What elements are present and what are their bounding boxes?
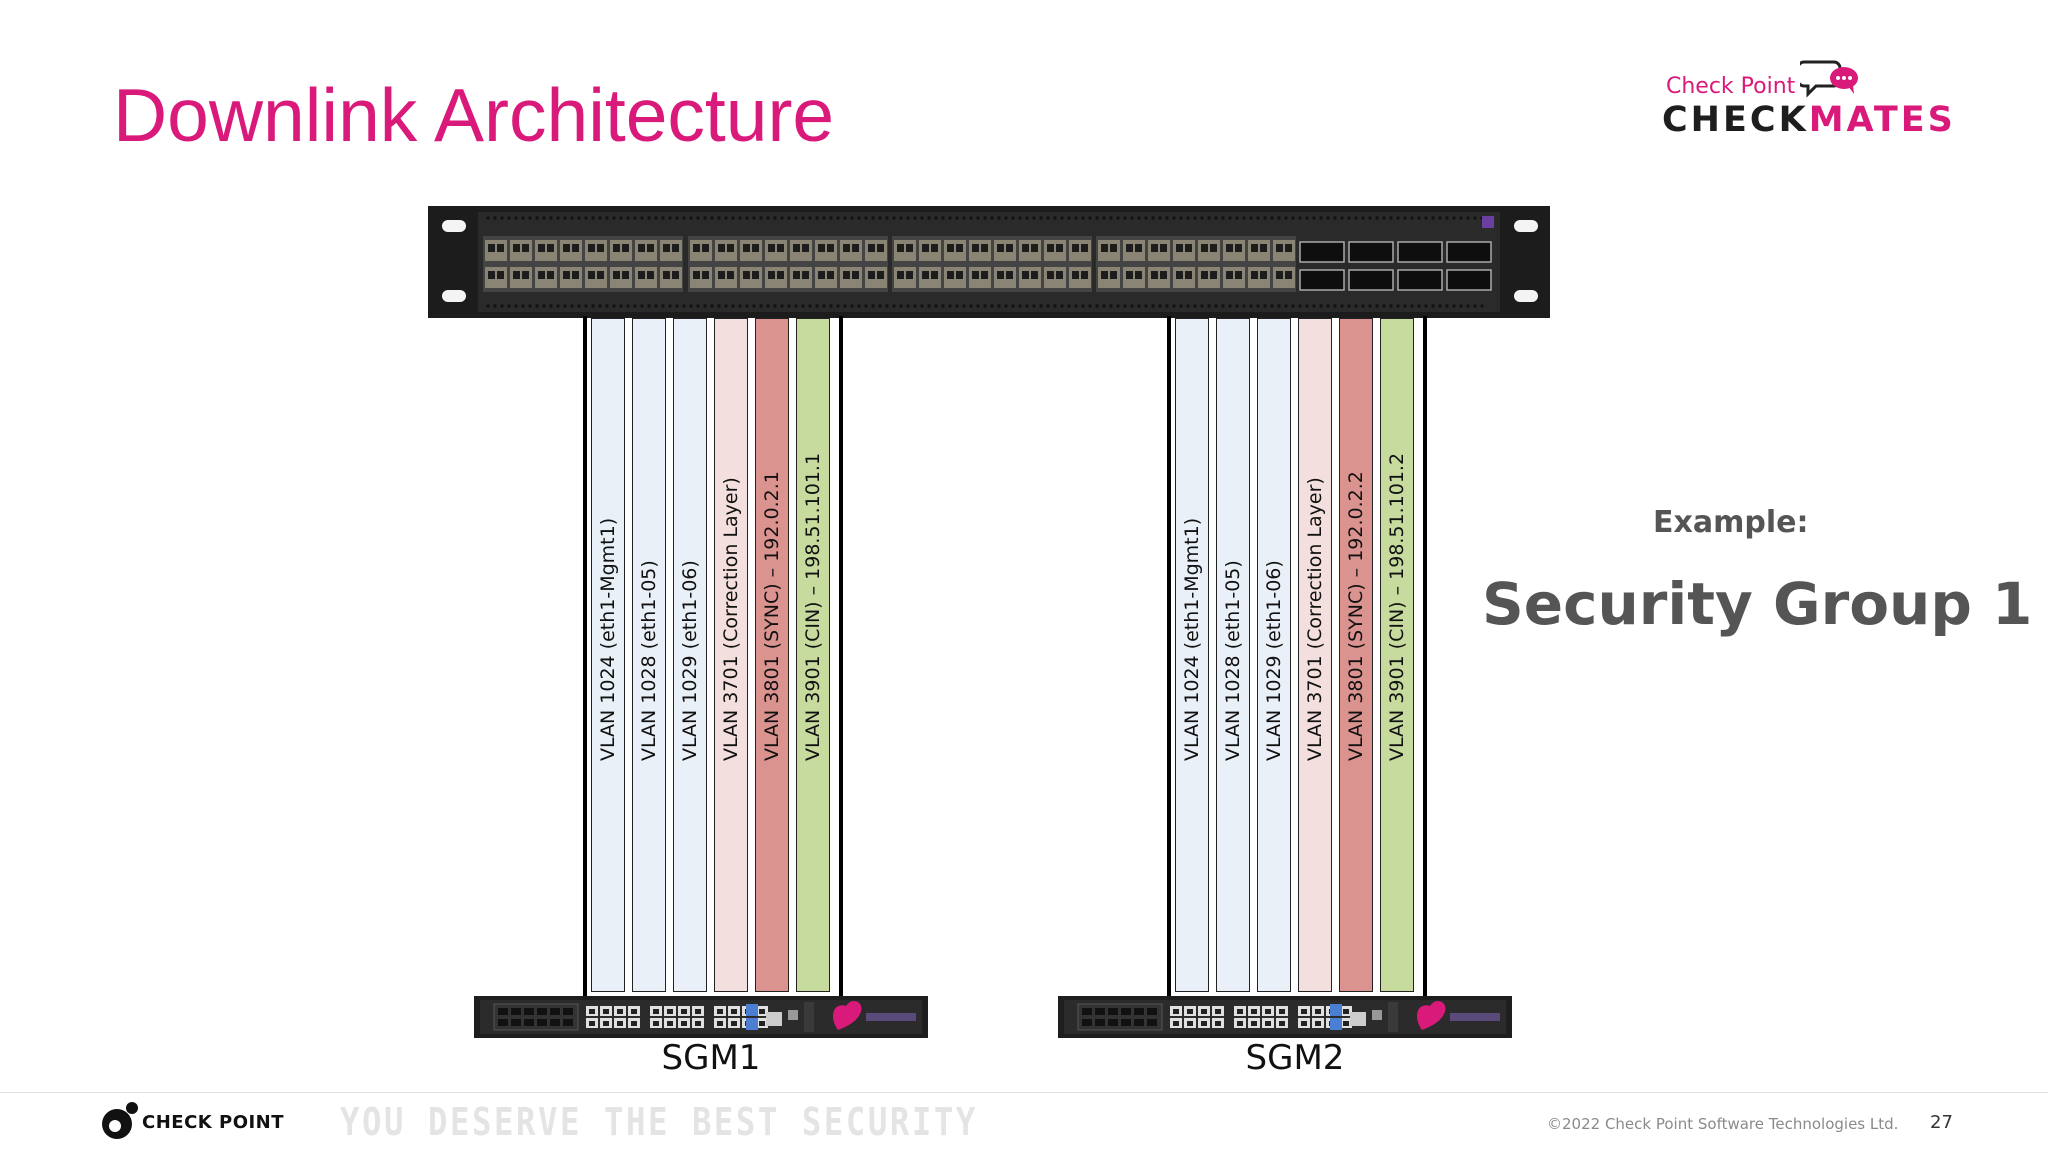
vlan-strip: VLAN 3801 (SYNC) – 192.0.2.2: [1339, 318, 1373, 992]
vlan-strip: VLAN 1028 (eth1-05): [632, 318, 666, 992]
security-group-title: Security Group 1: [1482, 570, 2033, 638]
logo-big-text: CHECKMATES: [1662, 100, 1956, 140]
vlan-strip: VLAN 3901 (CIN) – 198.51.101.2: [1380, 318, 1414, 992]
sgm1-appliance: [474, 996, 928, 1038]
vlan-label: VLAN 3701 (Correction Layer): [720, 477, 742, 761]
sgm1-vlan-group: VLAN 1024 (eth1-Mgmt1) VLAN 1028 (eth1-05…: [583, 316, 843, 996]
switch-image: [428, 206, 1550, 318]
sgm2-appliance: [1058, 996, 1512, 1038]
vlan-label: VLAN 3801 (SYNC) – 192.0.2.1: [761, 471, 783, 761]
page-number: 27: [1930, 1112, 1953, 1133]
slide-title: Downlink Architecture: [113, 73, 835, 157]
vlan-strip: VLAN 1024 (eth1-Mgmt1): [591, 318, 625, 992]
check-point-logo-text: CHECK POINT: [142, 1112, 285, 1133]
vlan-label: VLAN 3901 (CIN) – 198.51.101.1: [802, 452, 824, 761]
tagline: YOU DESERVE THE BEST SECURITY: [340, 1100, 978, 1144]
vlan-label: VLAN 3901 (CIN) – 198.51.101.2: [1386, 452, 1408, 761]
vlan-label: VLAN 1029 (eth1-06): [679, 560, 701, 761]
check-point-logo-icon: [102, 1102, 138, 1139]
core-switch: [428, 206, 1550, 318]
sgm2-label: SGM2: [1245, 1038, 1345, 1078]
example-label: Example:: [1653, 505, 1809, 540]
vlan-strip: VLAN 3801 (SYNC) – 192.0.2.1: [755, 318, 789, 992]
logo-mates-word: MATES: [1808, 100, 1956, 140]
logo-small-text: Check Point: [1666, 74, 1796, 99]
vlan-strip: VLAN 3701 (Correction Layer): [1298, 318, 1332, 992]
check-point-logo: CHECK POINT: [100, 1100, 300, 1144]
appliance-image: [474, 996, 928, 1038]
logo-check-word: CHECK: [1662, 100, 1809, 140]
footer-divider: [0, 1092, 2048, 1093]
vlan-strip: VLAN 1024 (eth1-Mgmt1): [1175, 318, 1209, 992]
chat-bubbles-icon: [1800, 60, 1858, 98]
vlan-label: VLAN 1028 (eth1-05): [638, 560, 660, 761]
vlan-label: VLAN 1024 (eth1-Mgmt1): [1181, 517, 1203, 761]
vlan-strip: VLAN 3701 (Correction Layer): [714, 318, 748, 992]
sgm2-vlan-group: VLAN 1024 (eth1-Mgmt1) VLAN 1028 (eth1-05…: [1167, 316, 1427, 996]
vlan-strip: VLAN 1029 (eth1-06): [1257, 318, 1291, 992]
vlan-strip: VLAN 3901 (CIN) – 198.51.101.1: [796, 318, 830, 992]
vlan-strip: VLAN 1028 (eth1-05): [1216, 318, 1250, 992]
vlan-label: VLAN 3701 (Correction Layer): [1304, 477, 1326, 761]
vlan-label: VLAN 1029 (eth1-06): [1263, 560, 1285, 761]
vlan-label: VLAN 1028 (eth1-05): [1222, 560, 1244, 761]
vlan-label: VLAN 1024 (eth1-Mgmt1): [597, 517, 619, 761]
copyright-text: ©2022 Check Point Software Technologies …: [1547, 1115, 1899, 1133]
checkmates-logo: Check Point CHECKMATES: [1660, 56, 1960, 146]
appliance-image: [1058, 996, 1512, 1038]
sgm1-label: SGM1: [661, 1038, 761, 1078]
vlan-label: VLAN 3801 (SYNC) – 192.0.2.2: [1345, 471, 1367, 761]
vlan-strip: VLAN 1029 (eth1-06): [673, 318, 707, 992]
